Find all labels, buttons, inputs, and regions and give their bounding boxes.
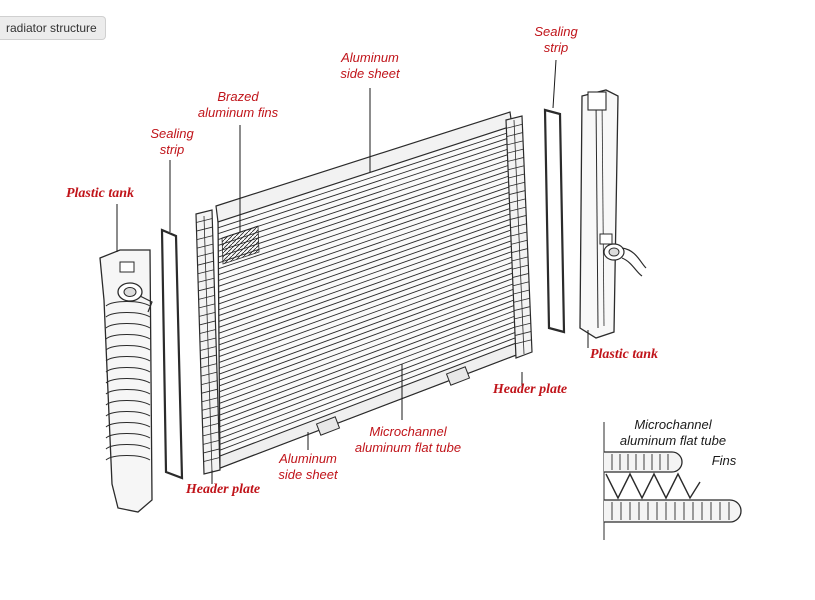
label-header-plate-left: Header plate — [185, 482, 261, 497]
label-aluminum-side-sheet-bottom: Aluminum side sheet — [278, 451, 338, 482]
header-plate-right — [505, 115, 533, 359]
label-plastic-tank-left: Plastic tank — [65, 186, 135, 201]
label-inset-fins: Fins — [711, 453, 737, 468]
microchannel-tubes — [217, 130, 524, 451]
header-plate-left — [195, 209, 221, 475]
label-plastic-tank-right: Plastic tank — [589, 347, 659, 362]
label-microchannel-flat-tube: Microchannel aluminum flat tube — [354, 424, 462, 455]
label-aluminum-side-sheet-top: Aluminum side sheet — [340, 50, 400, 81]
sealing-strip-right — [543, 108, 566, 334]
brazed-fin-patch — [221, 225, 260, 265]
label-header-plate-right: Header plate — [492, 382, 568, 397]
label-sealing-strip-left: Sealing strip — [150, 126, 194, 157]
radiator-core — [215, 111, 525, 469]
inset-microchannel-detail — [600, 412, 750, 544]
image-title-tag: radiator structure — [0, 16, 106, 40]
plastic-tank-left — [99, 249, 153, 513]
plastic-tank-right — [579, 89, 647, 339]
label-sealing-strip-right: Sealing strip — [534, 24, 578, 55]
label-brazed-aluminum-fins: Brazed aluminum fins — [197, 89, 279, 120]
sealing-strip-left — [160, 228, 184, 480]
label-inset-microchannel-tube: Microchannel aluminum flat tube — [619, 417, 727, 448]
